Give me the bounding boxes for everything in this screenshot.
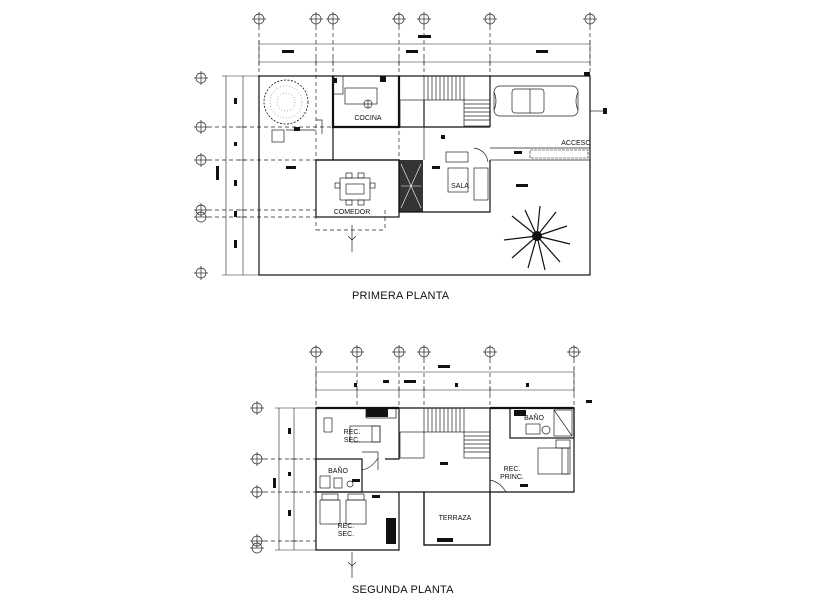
access-label: ACCESO [561, 140, 591, 147]
axis-marker [250, 542, 264, 554]
label-line: SEC. [338, 531, 354, 538]
stairs-second-floor [399, 407, 491, 492]
axis-marker [194, 203, 208, 217]
second-floor-left-dimensions [273, 407, 316, 551]
first-floor-title: PRIMERA PLANTA [352, 290, 450, 302]
terrace: TERRAZA [423, 491, 491, 546]
car-icon [493, 85, 579, 117]
second-floor-left-axis-markers [250, 401, 264, 554]
secondary-bedroom-top: REC.SEC. [323, 407, 400, 460]
bathroom-top-label: BAÑO [524, 413, 544, 422]
axis-marker [194, 266, 208, 280]
axis-marker [326, 12, 340, 26]
axis-marker [194, 153, 208, 167]
axis-marker [250, 401, 264, 415]
axis-marker [194, 71, 208, 85]
axis-marker [417, 12, 431, 26]
axis-marker [483, 12, 497, 26]
second-floor-top-axis-markers [309, 345, 581, 359]
dining-room-label: COMEDOR [334, 209, 371, 216]
bathroom-top: BAÑO [509, 400, 592, 439]
axis-marker [250, 534, 264, 548]
access-strip: ACCESO [490, 140, 591, 161]
bathroom-middle-label: BAÑO [328, 466, 348, 475]
axis-marker [309, 345, 323, 359]
axis-marker [392, 12, 406, 26]
utility-sink-icon [271, 119, 323, 143]
first-floor-left-dimensions [216, 75, 259, 276]
second-floor-title: SEGUNDA PLANTA [352, 584, 454, 596]
bathroom-middle: BAÑO [315, 451, 379, 493]
living-room: SALA [398, 127, 491, 213]
secondary-bedroom-bottom-label: REC.SEC. [338, 523, 355, 538]
secondary-bedroom-top-label: REC.SEC. [344, 429, 361, 444]
secondary-bedroom-bottom: REC.SEC. [316, 479, 399, 578]
axis-marker [252, 12, 266, 26]
first-floor-top-axis-markers [252, 12, 597, 26]
axis-marker [392, 345, 406, 359]
plant-icon [503, 205, 571, 271]
label-line: SEC. [344, 437, 360, 444]
axis-marker [250, 485, 264, 499]
axis-marker [417, 345, 431, 359]
kitchen-label: COCINA [354, 115, 382, 122]
first-floor-plan: COCINA [194, 12, 607, 280]
kitchen-room: COCINA [316, 75, 401, 161]
first-floor-left-axis-markers [194, 71, 208, 280]
first-floor-top-dimensions [258, 35, 591, 66]
dining-room: COMEDOR [315, 159, 400, 252]
second-floor-grid-lines [264, 359, 575, 542]
label-line: PRINC. [500, 474, 524, 481]
second-floor-plan: REC.SEC. BAÑO REC.SEC. [250, 345, 592, 578]
main-bedroom-label: REC.PRINC. [500, 466, 524, 481]
axis-marker [309, 12, 323, 26]
axis-marker [583, 12, 597, 26]
second-floor-top-dimensions [315, 365, 575, 394]
main-bedroom: REC.PRINC. [489, 439, 571, 493]
axis-marker [483, 345, 497, 359]
stairs-first-floor [398, 75, 491, 128]
tree-icon [263, 79, 309, 125]
axis-marker [250, 452, 264, 466]
axis-marker [194, 211, 208, 223]
axis-marker [567, 345, 581, 359]
axis-marker [194, 120, 208, 134]
living-room-label: SALA [451, 183, 469, 190]
axis-marker [350, 345, 364, 359]
terrace-label: TERRAZA [439, 515, 472, 522]
